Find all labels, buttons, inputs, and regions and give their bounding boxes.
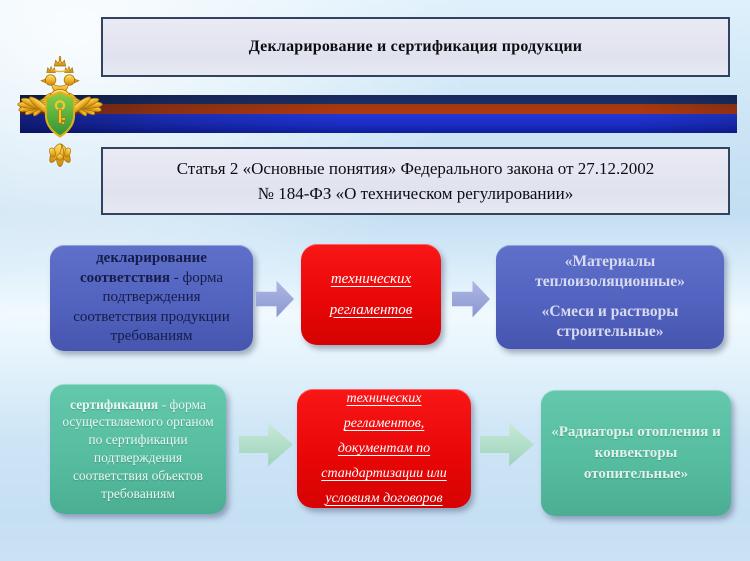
law-article-reference: Статья 2 «Основные понятия» Федерального…	[101, 147, 730, 215]
tricolor-ribbon	[20, 95, 737, 133]
law-article-text: Статья 2 «Основные понятия» Федерального…	[176, 158, 655, 204]
certification-rest: - форма осуществляемого органом по серти…	[62, 396, 214, 501]
slide-title: Декларирование и сертификация продукции	[101, 17, 730, 77]
certification-definition-box: сертификация - форма осуществляемого орг…	[50, 384, 226, 514]
certification-term: сертификация	[70, 396, 159, 412]
declaration-definition-box: декларирование соответствия - форма подт…	[50, 245, 253, 351]
declaration-definition-text: декларирование соответствия - форма подт…	[60, 249, 243, 347]
tech-regulations-box: технических регламентов	[301, 244, 441, 345]
certification-definition-text: сертификация - форма осуществляемого орг…	[60, 396, 216, 503]
tech-regulations-text: технических регламентов	[329, 270, 413, 318]
declared-product-line: «Материалы теплоизоляционные»	[535, 252, 685, 290]
standards-documents-text: технических регламентов, документам по с…	[321, 390, 447, 507]
right-arrow-icon	[452, 280, 490, 318]
rostechnadzor-eagle-icon	[17, 56, 103, 167]
declaration-term: декларирование соответствия	[79, 250, 207, 286]
right-arrow-icon	[239, 422, 293, 467]
slide-title-text: Декларирование и сертификация продукции	[248, 38, 583, 55]
certified-product-line: «Радиаторы отопления и конвекторы отопит…	[551, 423, 721, 482]
certified-products-box: «Радиаторы отопления и конвекторы отопит…	[541, 390, 731, 516]
declared-products-box: «Материалы теплоизоляционные» «Смеси и р…	[496, 245, 724, 349]
declaration-rest: - форма подтверждения соответствия проду…	[73, 269, 230, 345]
standards-documents-box: технических регламентов, документам по с…	[297, 389, 471, 508]
right-arrow-icon	[256, 280, 294, 318]
declared-product-line: «Смеси и растворы строительные»	[541, 303, 679, 341]
right-arrow-icon	[480, 422, 534, 467]
